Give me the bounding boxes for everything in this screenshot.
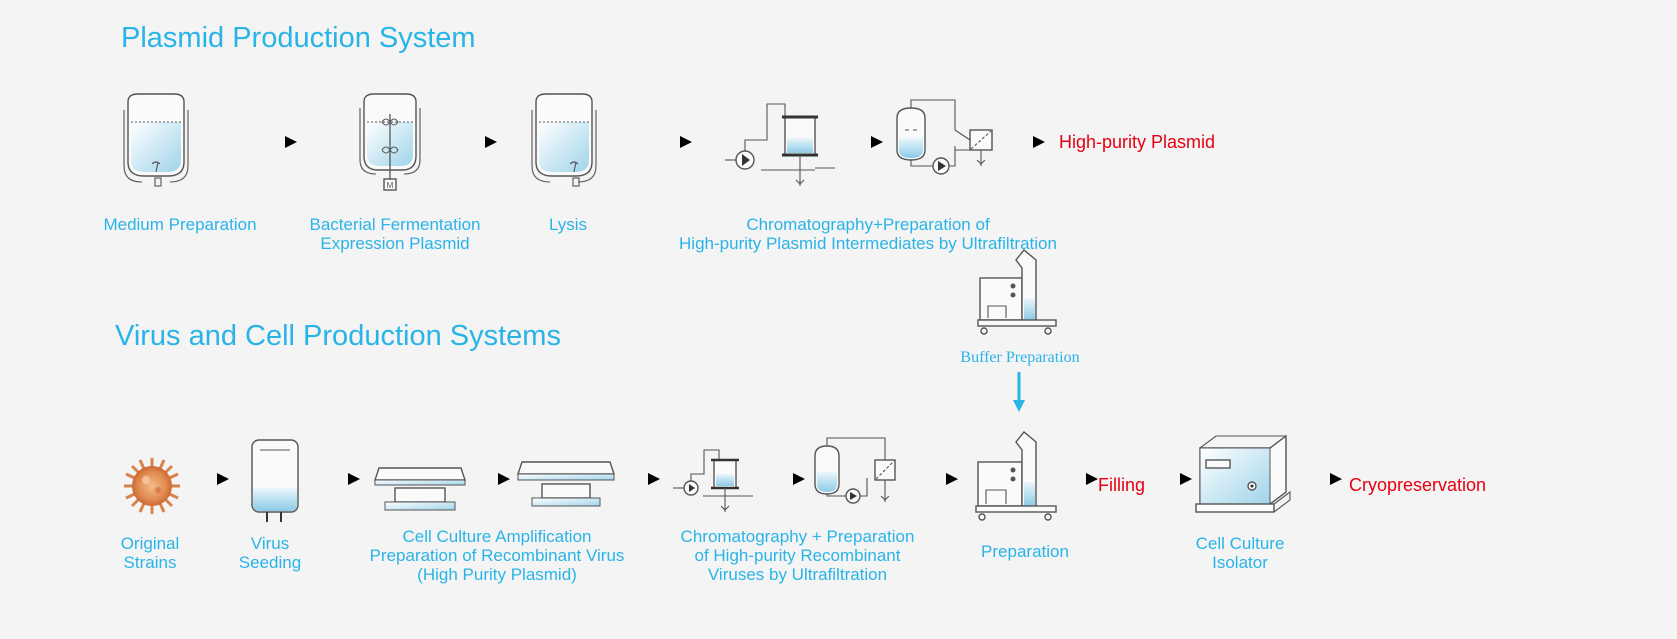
- virus-system-title: Virus and Cell Production Systems: [115, 320, 561, 352]
- arrow-8: [470, 473, 510, 485]
- cell-culture-isolator-icon: [1195, 434, 1291, 513]
- cell-culture-isolator-label: Cell Culture Isolator: [1195, 534, 1285, 572]
- ultrafiltration-unit-icon: [896, 99, 993, 175]
- arrow-4: [843, 136, 883, 148]
- arrow-13: [1152, 473, 1192, 485]
- arrow-6: [189, 473, 229, 485]
- cell-culture-amplification-label: Cell Culture Amplification Preparation o…: [369, 527, 625, 584]
- arrow-11: [918, 473, 958, 485]
- arrow-2: [457, 136, 497, 148]
- chromatography-virus-label: Chromatography + Preparation of High-pur…: [680, 527, 915, 584]
- virus-seeding-bag-icon: [251, 439, 299, 522]
- arrow-14: [1302, 473, 1342, 485]
- arrow-9: [620, 473, 660, 485]
- bacterial-fermentation-label: Bacterial Fermentation Expression Plasmi…: [309, 215, 481, 253]
- medium-preparation-label: Medium Preparation: [103, 215, 257, 234]
- chromatography-column-icon: [725, 103, 835, 186]
- arrow-12: [1058, 473, 1098, 485]
- filling-label: Filling: [1098, 475, 1146, 495]
- chromatography-plasmid-label: Chromatography+Preparation of High-purit…: [679, 215, 1057, 253]
- svg-text:M: M: [387, 181, 394, 190]
- arrow-10: [765, 473, 805, 485]
- high-purity-plasmid-output: High-purity Plasmid: [1059, 132, 1216, 152]
- original-strains-label: Original Strains: [120, 534, 180, 572]
- lysis-label: Lysis: [548, 215, 588, 234]
- buffer-preparation-label: Buffer Preparation: [960, 349, 1080, 366]
- lysis-tank-icon: [531, 93, 597, 187]
- medium-tank-icon: [123, 93, 189, 187]
- arrow-5: [1005, 136, 1045, 148]
- arrow-7: [320, 473, 360, 485]
- cryopreservation-label: Cryopreservation: [1349, 475, 1487, 495]
- buffer-preparation-machine-icon: [977, 249, 1057, 335]
- arrow-buffer-down: [1013, 372, 1025, 412]
- virus-strain-icon: [124, 458, 180, 514]
- preparation-label: Preparation: [981, 542, 1069, 561]
- cell-culture-shaker-icon: [374, 467, 466, 511]
- arrow-1: [257, 136, 297, 148]
- preparation-machine-icon: [975, 431, 1057, 521]
- virus-chromatography-column-icon: [673, 449, 753, 512]
- virus-seeding-label: Virus Seeding: [238, 534, 302, 572]
- recombinant-virus-shaker-icon: [517, 461, 615, 507]
- fermenter-icon: M: [359, 93, 421, 191]
- virus-ultrafiltration-unit-icon: [814, 437, 896, 504]
- arrow-3: [652, 136, 692, 148]
- plasmid-system-title: Plasmid Production System: [121, 22, 476, 54]
